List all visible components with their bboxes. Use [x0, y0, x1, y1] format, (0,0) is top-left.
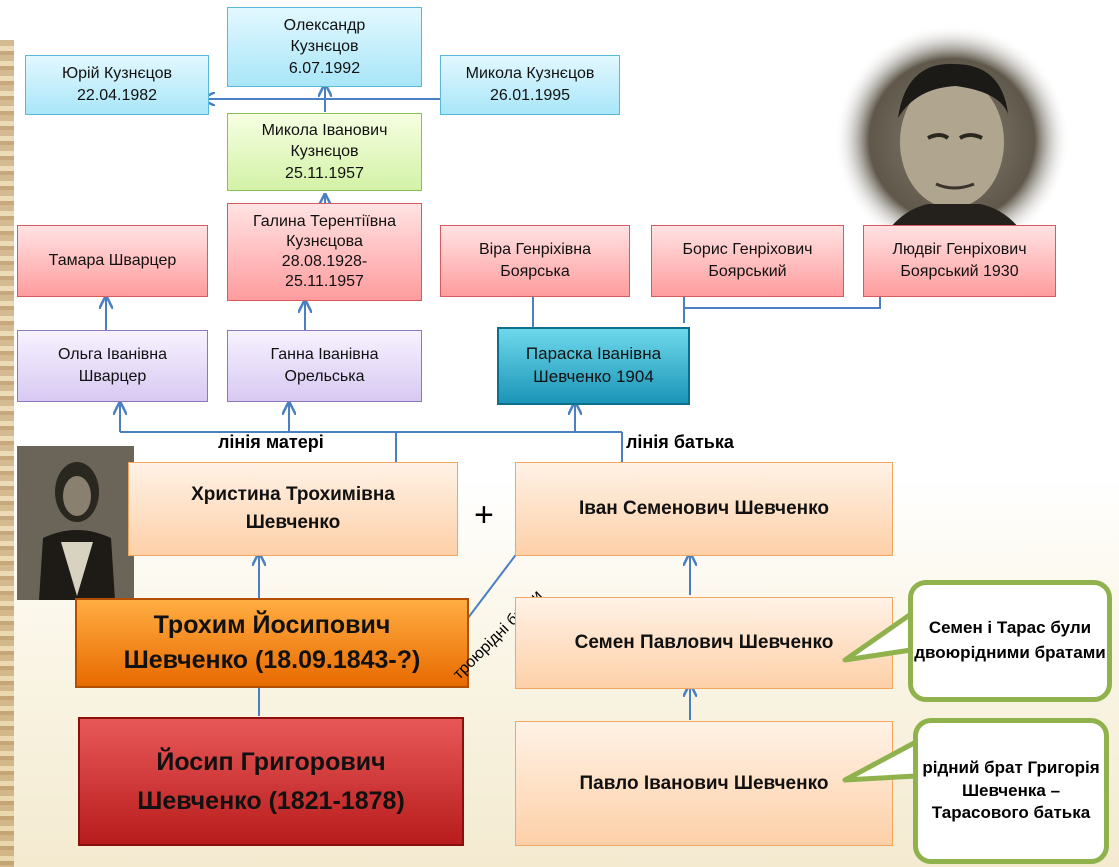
person-name-line1: Людвіг Генріхович — [892, 241, 1027, 259]
person-date: 6.07.1992 — [288, 59, 361, 77]
callout-line2: Григорія — [1027, 757, 1100, 777]
person-name-line2: Орельська — [284, 368, 365, 385]
person-name-line2: Шевченко 1904 — [533, 367, 654, 386]
person-name-line1: Трохим Йосипович — [153, 611, 391, 639]
person-name-line1: Ольга Іванівна — [57, 346, 168, 364]
person-vira-boyarska: Віра Генріхівна Боярська — [440, 225, 630, 297]
person-borys-boyarsky: Борис Генріхович Боярський — [651, 225, 844, 297]
person-name-line1: Галина Терентіївна — [252, 213, 397, 230]
person-name: Микола Кузнєцов — [465, 65, 595, 83]
person-name-line2: Кузнєцов — [290, 143, 359, 161]
callout-line4: Тарасового — [931, 803, 1029, 823]
person-name-line1: Йосип Григорович — [156, 747, 386, 776]
person-tamara-shvartser: Тамара Шварцер — [17, 225, 208, 297]
callout-line1: Семен і Тарас — [928, 618, 1046, 638]
person-yuriy-kuznetsov: Юрій Кузнєцов 22.04.1982 — [25, 55, 209, 115]
person-date-end: 25.11.1957 — [285, 273, 364, 290]
person-name-line1: Віра Генріхівна — [478, 241, 592, 259]
person-name: Юрій Кузнєцов — [61, 65, 173, 83]
person-pavlo-shevchenko: Павло Іванович Шевченко — [515, 721, 893, 846]
person-name-line2: Шевченко (1821-1878) — [137, 786, 405, 815]
photo-woman — [17, 446, 134, 600]
person-name-line2: Кузнєцова — [286, 233, 363, 250]
person-oleksandr-kuznetsov: Олександр Кузнєцов 6.07.1992 — [227, 7, 422, 87]
person-galyna-kuznetsova: Галина Терентіївна Кузнєцова 28.08.1928-… — [227, 203, 422, 301]
person-name-line1: Олександр — [283, 16, 366, 34]
person-name: Іван Семенович Шевченко — [579, 498, 829, 520]
person-ganna-orelska: Ганна Іванівна Орельська — [227, 330, 422, 402]
person-name-line1: Борис Генріхович — [682, 241, 813, 259]
callout-brother-of-grygoriy: рідний брат Григорія Шевченка – Тарасово… — [913, 718, 1109, 864]
person-name-line1: Христина Трохимівна — [191, 483, 395, 505]
person-name-line2: Боярський — [708, 263, 787, 280]
person-name: Семен Павлович Шевченко — [574, 632, 834, 654]
person-date: 22.04.1982 — [76, 87, 158, 104]
label-mother-line: лінія матері — [218, 432, 324, 452]
callout-semen-taras-cousins: Семен і Тарас були двоюрідними братами — [908, 580, 1112, 702]
person-paraska-shevchenko: Параска Іванівна Шевченко 1904 — [497, 327, 690, 405]
person-name: Тамара Шварцер — [48, 252, 177, 270]
person-date-start: 28.08.1928- — [281, 253, 368, 270]
person-name: Павло Іванович Шевченко — [579, 772, 829, 794]
callout-line3: Шевченка – — [961, 780, 1061, 800]
person-name-line1: Микола Іванович — [261, 121, 388, 139]
callout-line3: двоюрідними — [914, 643, 1030, 662]
person-name-line2: Шварцер — [78, 368, 147, 385]
person-ivan-shevchenko: Іван Семенович Шевченко — [515, 462, 893, 556]
decorative-strip — [0, 40, 14, 867]
callout-line1: рідний брат — [922, 757, 1023, 777]
person-olga-shvartser: Ольга Іванівна Шварцер — [17, 330, 208, 402]
person-name-line2: Шевченко — [245, 512, 341, 533]
person-name-line2: Шевченко (18.09.1843-?) — [123, 646, 421, 674]
person-semen-shevchenko: Семен Павлович Шевченко — [515, 597, 893, 689]
person-name-line1: Параска Іванівна — [525, 344, 662, 364]
callout-line2: були — [1050, 618, 1092, 638]
callout-line4: братами — [1034, 643, 1106, 662]
person-name-line1: Ганна Іванівна — [270, 346, 379, 364]
person-mykola-ivanovych-kuznetsov: Микола Іванович Кузнєцов 25.11.1957 — [227, 113, 422, 191]
person-khrystyna-shevchenko: Христина Трохимівна Шевченко — [128, 462, 458, 556]
person-name-line2: Боярський 1930 — [900, 263, 1019, 280]
label-father-line: лінія батька — [626, 432, 734, 452]
person-yosyp-shevchenko: Йосип Григорович Шевченко (1821-1878) — [78, 717, 464, 846]
person-date: 26.01.1995 — [489, 87, 571, 104]
person-lyudvig-boyarsky: Людвіг Генріхович Боярський 1930 — [863, 225, 1056, 297]
callout-line5: батька — [1033, 803, 1091, 823]
person-name-line2: Кузнєцов — [290, 38, 359, 56]
person-date: 25.11.1957 — [285, 164, 364, 182]
person-trokhym-shevchenko: Трохим Йосипович Шевченко (18.09.1843-?) — [75, 598, 469, 688]
person-name-line2: Боярська — [500, 263, 570, 280]
marriage-plus-sign: + — [474, 496, 494, 534]
person-mykola-kuznetsov: Микола Кузнєцов 26.01.1995 — [440, 55, 620, 115]
